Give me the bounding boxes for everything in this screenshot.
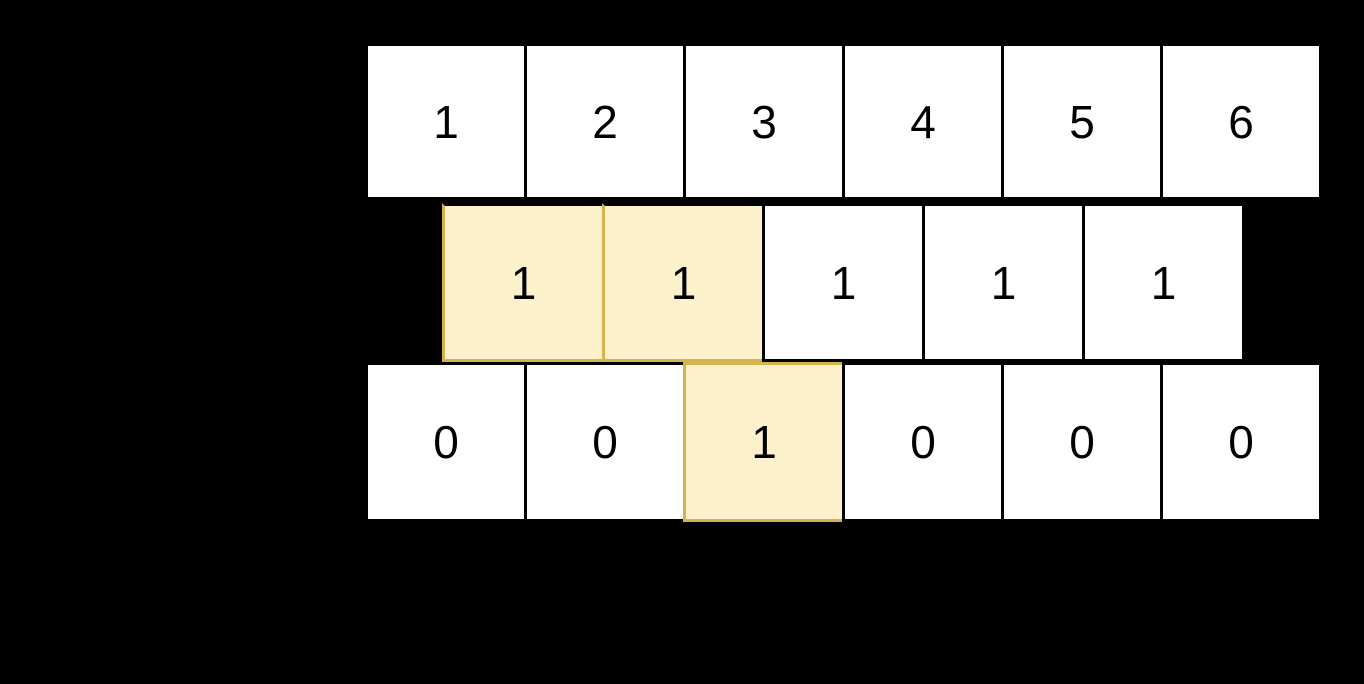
cell: 6: [1160, 43, 1322, 200]
cell: 0: [842, 362, 1004, 522]
row-middle: 1 1 1 1 1: [442, 203, 1245, 362]
cell: 1: [683, 362, 845, 522]
cell: 0: [524, 362, 686, 522]
cell: 1: [762, 203, 925, 362]
cell: 0: [1160, 362, 1322, 522]
cell: 1: [365, 43, 527, 200]
row-bottom: 0 0 1 0 0 0: [365, 362, 1322, 522]
cell: 1: [922, 203, 1085, 362]
cell: 1: [442, 203, 605, 362]
cell: 1: [1082, 203, 1245, 362]
cell: 2: [524, 43, 686, 200]
row-top: 1 2 3 4 5 6: [365, 43, 1322, 200]
cell: 5: [1001, 43, 1163, 200]
cell: 4: [842, 43, 1004, 200]
cell: 3: [683, 43, 845, 200]
cell: 0: [365, 362, 527, 522]
cell: 1: [602, 203, 765, 362]
cell: 0: [1001, 362, 1163, 522]
